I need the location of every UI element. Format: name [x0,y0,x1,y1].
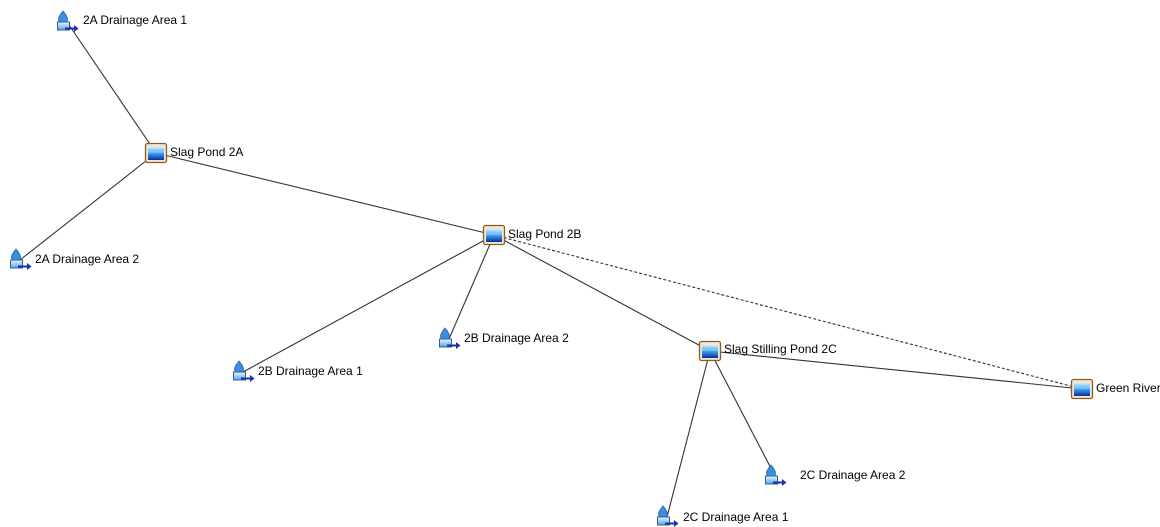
edge-2a-drainage-area-1-to-slag-pond-2a[interactable] [66,21,157,154]
node-label-2b-drainage-area-2: 2B Drainage Area 2 [464,331,569,345]
edge-slag-stilling-pond-2c-to-green-river[interactable] [709,350,1083,390]
edge-2c-drainage-area-1-to-slag-stilling-pond-2c[interactable] [666,350,711,518]
edge-slag-pond-2b-to-green-river[interactable] [493,234,1083,390]
reservoir-icon-slag-pond-2b[interactable] [482,224,506,246]
drainage-area-icon-2c-drainage-area-1[interactable] [657,505,679,527]
reservoir-icon-slag-stilling-pond-2c[interactable] [698,340,722,362]
edge-slag-pond-2b-to-slag-stilling-pond-2c[interactable] [493,234,711,352]
node-label-2a-drainage-area-2: 2A Drainage Area 2 [35,252,140,266]
node-label-2b-drainage-area-1: 2B Drainage Area 1 [258,364,363,378]
drainage-area-icon-2c-drainage-area-2[interactable] [765,464,787,486]
edges-layer [19,21,1083,518]
reservoir-icon-green-river[interactable] [1070,378,1094,400]
drainage-area-icon-2b-drainage-area-1[interactable] [233,360,255,382]
drainage-area-icon-2a-drainage-area-2[interactable] [10,248,32,270]
node-label-2a-drainage-area-1: 2A Drainage Area 1 [83,13,188,27]
edge-2c-drainage-area-2-to-slag-stilling-pond-2c[interactable] [709,350,776,477]
drainage-area-icon-2b-drainage-area-2[interactable] [439,327,461,349]
edge-slag-pond-2a-to-slag-pond-2b[interactable] [155,152,495,236]
node-label-2c-drainage-area-1: 2C Drainage Area 1 [683,510,789,524]
node-label-slag-pond-2b: Slag Pond 2B [508,227,582,241]
drainage-area-icon-2a-drainage-area-1[interactable] [57,10,79,32]
node-label-slag-pond-2a: Slag Pond 2A [170,145,244,159]
edge-2b-drainage-area-2-to-slag-pond-2b[interactable] [448,234,495,340]
edge-2b-drainage-area-1-to-slag-pond-2b[interactable] [242,234,495,373]
edge-2a-drainage-area-2-to-slag-pond-2a[interactable] [19,152,157,261]
nodes-layer [10,10,1094,527]
node-label-green-river: Green River [1096,381,1160,395]
reservoir-icon-slag-pond-2a[interactable] [144,142,168,164]
node-label-2c-drainage-area-2: 2C Drainage Area 2 [800,468,906,482]
node-label-slag-stilling-pond-2c: Slag Stilling Pond 2C [724,342,837,356]
